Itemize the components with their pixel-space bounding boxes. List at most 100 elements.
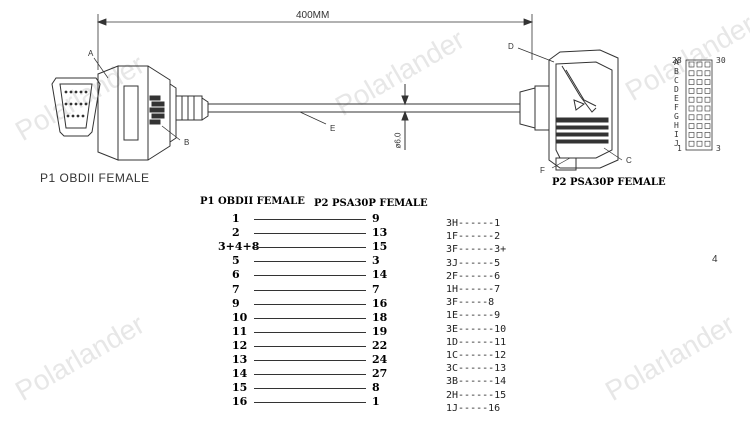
table-p1-pin: 1	[232, 212, 240, 225]
psa-pin	[696, 105, 703, 112]
obd-connector-body	[97, 65, 209, 161]
pin-mapping-entry: 3F------3+	[446, 244, 507, 256]
psa-pin	[704, 123, 711, 129]
psa-pin	[696, 123, 703, 129]
psa-pin	[696, 96, 703, 103]
pin-mapping-entry: 1H------7	[446, 284, 501, 295]
pin-mapping-entry: 3B------14	[446, 376, 507, 388]
psa-pin	[704, 132, 711, 138]
pin-mapping-entry: 1D------11	[446, 336, 507, 348]
table-p1-pin: 13	[232, 353, 248, 366]
table-row-line	[254, 345, 366, 347]
table-p1-pin: 6	[232, 268, 240, 282]
part-label-a: A	[88, 49, 94, 58]
psa-pin	[696, 140, 703, 147]
part-label-d: D	[508, 42, 514, 51]
psa-connector	[519, 49, 619, 171]
p2-title: P2 PSA30P FEMALE	[552, 177, 666, 188]
table-p2-pin: 15	[372, 240, 388, 254]
pin-mapping-entry: 3C------13	[446, 363, 507, 375]
psa-pin	[704, 96, 711, 103]
table-row-line	[254, 289, 366, 291]
row-letter: G	[674, 112, 679, 121]
table-p2-pin: 16	[372, 296, 388, 310]
table-p2-pin: 19	[372, 324, 388, 338]
table-p1-pin: 15	[232, 381, 248, 395]
row-letter: F	[674, 103, 679, 112]
psa-pin	[688, 132, 695, 138]
pin-mapping-entry: 1E------9	[446, 310, 501, 322]
table-row-line	[254, 303, 366, 305]
table-p1-pin: 5	[232, 254, 240, 268]
psa-pin	[696, 114, 703, 121]
psa-pin	[704, 88, 711, 94]
table-p2-pin: 13	[372, 226, 388, 240]
table-p1-pin: 16	[232, 395, 248, 409]
table-p1-pin: 7	[232, 282, 240, 296]
table-row-line	[254, 275, 366, 277]
table-row-line	[254, 233, 366, 235]
row-letter: I	[674, 130, 679, 139]
side-note: 4	[712, 254, 718, 265]
table-p2-pin: 27	[372, 367, 388, 381]
table-row-line	[254, 261, 366, 263]
pin-mapping-entry: 3F-----8	[446, 297, 495, 309]
part-label-f: F	[540, 166, 545, 175]
psa-pin	[704, 140, 711, 147]
pin-mapping-entry: 1J-----16	[446, 402, 501, 414]
table-header-p1: P1 OBDII FEMALE	[200, 196, 305, 207]
table-p1-pin: 11	[232, 324, 248, 338]
table-header-p2: P2 PSA30P FEMALE	[314, 198, 428, 209]
table-p2-pin: 8	[372, 381, 380, 395]
psa-pin	[696, 132, 703, 138]
table-p1-pin: 3+4+8	[218, 240, 260, 254]
length-dimension: 400MM	[296, 10, 330, 21]
table-row-line	[254, 374, 366, 376]
table-p2-pin: 1	[372, 395, 380, 409]
row-letter: B	[674, 67, 679, 76]
pin-mapping-entry: 2F------6	[446, 270, 501, 282]
pin-mapping-entry: 1F------2	[446, 231, 501, 243]
table-row-line	[254, 247, 366, 249]
psa-pin	[704, 70, 711, 77]
dimension-line	[96, 14, 534, 70]
pin-number-30: 30	[716, 56, 726, 65]
part-label-c: C	[626, 156, 632, 165]
table-p2-pin: 7	[372, 282, 380, 296]
pin-row-letters: A B C D E F G H I J	[674, 58, 684, 148]
pin-mapping-entry: 1C------12	[446, 350, 507, 361]
table-p1-pin: 12	[232, 338, 248, 352]
table-p1-pin: 14	[232, 367, 248, 381]
pin-mapping-entry: 2H------15	[446, 389, 507, 401]
table-row-line	[254, 402, 366, 404]
psa-pin	[704, 79, 711, 85]
row-letter: H	[674, 121, 679, 130]
psa-pin	[704, 61, 711, 68]
row-letter: D	[674, 85, 679, 94]
psa-pin	[688, 123, 695, 129]
psa-pin	[704, 105, 711, 112]
pin-number-28: 28	[672, 56, 682, 65]
table-p1-pin: 2	[232, 226, 240, 240]
table-p2-pin: 3	[372, 254, 380, 268]
row-letter: J	[674, 139, 679, 148]
psa-pin	[696, 70, 703, 77]
psa-pin-grid	[685, 59, 713, 151]
psa-pin	[688, 114, 695, 121]
psa-pin	[688, 88, 695, 94]
table-row-line	[254, 360, 366, 361]
part-label-b: B	[184, 138, 190, 147]
leader-lines	[93, 47, 623, 169]
pin-number-3: 3	[716, 144, 721, 153]
psa-pin	[688, 61, 695, 68]
table-p2-pin: 22	[372, 338, 388, 352]
pin-mapping-entry: 3E------10	[446, 323, 507, 335]
table-row-line	[254, 388, 366, 390]
pin-mapping-entry: 3H------1	[446, 218, 501, 229]
psa-pin	[696, 79, 703, 85]
psa-pin	[688, 105, 695, 112]
p1-title: P1 OBDII FEMALE	[40, 171, 150, 185]
cable-diameter: ø6.0	[393, 132, 403, 149]
table-row-line	[254, 317, 366, 319]
psa-pin	[688, 96, 695, 103]
